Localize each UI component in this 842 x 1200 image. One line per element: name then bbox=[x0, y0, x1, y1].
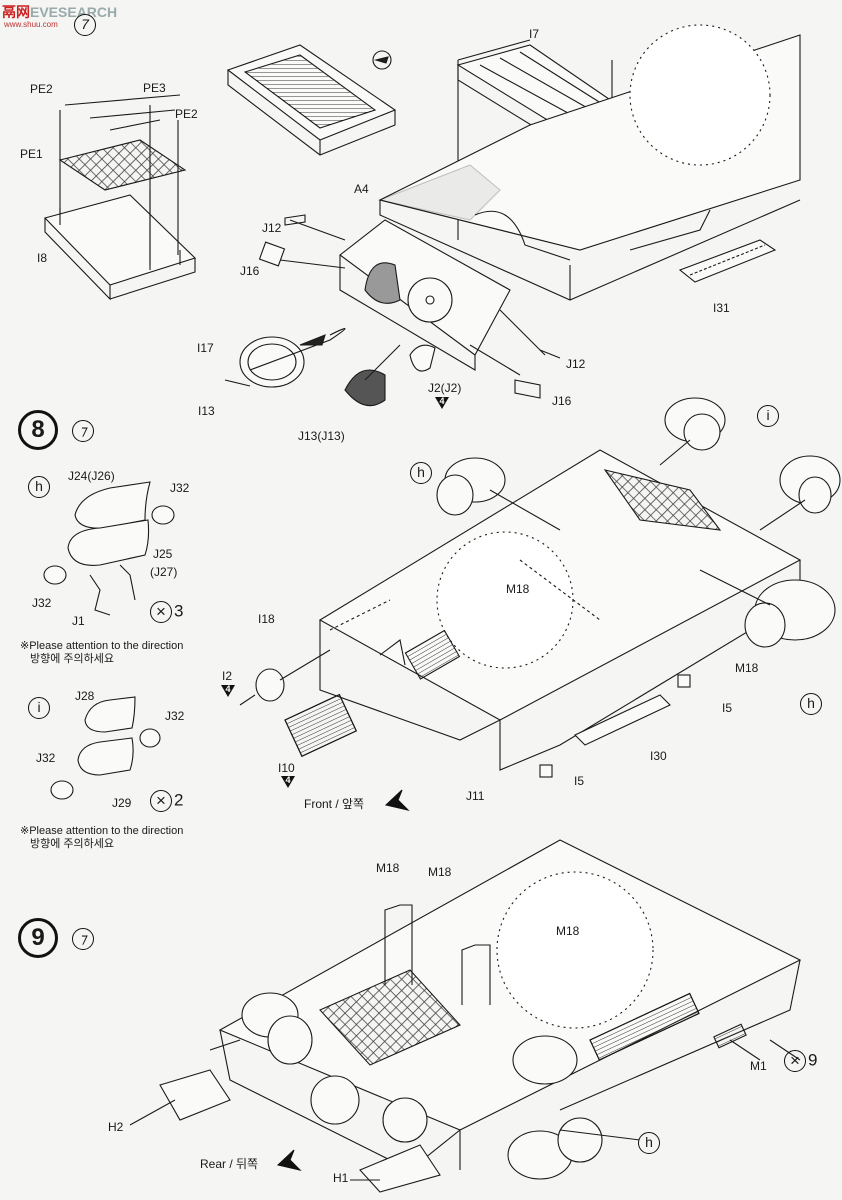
quantity-i: ×2 bbox=[150, 790, 183, 812]
label-j29: J29 bbox=[112, 796, 132, 810]
step-ref-marker bbox=[435, 397, 449, 409]
front-direction-label: Front / 앞쪽 bbox=[304, 797, 365, 811]
label-pe3: PE3 bbox=[143, 81, 166, 95]
note-direction-kr-1: 방향에 주의하세요 bbox=[30, 653, 115, 665]
pe1-mesh bbox=[58, 139, 187, 191]
label-j32-h-top: J32 bbox=[170, 481, 190, 495]
label-i31: I31 bbox=[713, 301, 730, 315]
subassembly-h-marker: h bbox=[28, 476, 50, 498]
subassembly-h-marker: h bbox=[638, 1132, 660, 1154]
label-j25: J25 bbox=[153, 547, 173, 561]
label-i10: I10 bbox=[278, 761, 295, 775]
watermark-url: www.shuu.com bbox=[4, 20, 58, 29]
rear-direction-label: Rear / 뒤쪽 bbox=[200, 1157, 259, 1171]
label-j13: J13(J13) bbox=[298, 429, 345, 443]
label-h1: H1 bbox=[333, 1171, 349, 1185]
note-direction-en-2: ※Please attention to the direction bbox=[20, 825, 184, 837]
label-j2: J2(J2) bbox=[428, 381, 462, 395]
step-ref-marker bbox=[221, 685, 235, 697]
step9-number: 9 bbox=[18, 918, 58, 958]
step9-tool-icon: ⁊ bbox=[72, 928, 94, 950]
label-i7: I7 bbox=[529, 27, 540, 41]
subassembly-i-marker: i bbox=[28, 697, 50, 719]
label-m18-right: M18 bbox=[556, 924, 580, 938]
subassembly-i-marker: i bbox=[757, 405, 779, 427]
step7-tool-icon: 7 bbox=[74, 14, 96, 36]
step8-tool-icon: ⁊ bbox=[72, 420, 94, 442]
label-j24: J24(J26) bbox=[68, 469, 115, 483]
step-ref-number: 4 bbox=[225, 684, 231, 694]
label-pe2-left: PE2 bbox=[30, 82, 53, 96]
step-ref-marker bbox=[281, 776, 295, 788]
quantity-m1: ×9 bbox=[784, 1050, 817, 1072]
label-pe2-right: PE2 bbox=[175, 107, 198, 121]
label-i18: I18 bbox=[258, 612, 275, 626]
label-h2: H2 bbox=[108, 1120, 124, 1134]
label-m18-a: M18 bbox=[506, 582, 530, 596]
label-j16-right: J16 bbox=[552, 394, 572, 408]
note-direction-en-1: ※Please attention to the direction bbox=[20, 640, 184, 652]
label-i8: I8 bbox=[37, 251, 48, 265]
label-i2: I2 bbox=[222, 669, 233, 683]
label-j12-left: J12 bbox=[262, 221, 282, 235]
label-i5-b: I5 bbox=[574, 774, 585, 788]
multiply-icon: × bbox=[150, 601, 172, 623]
label-j32-i-left: J32 bbox=[36, 751, 56, 765]
label-m18-left: M18 bbox=[376, 861, 400, 875]
step-ref-number: 4 bbox=[285, 775, 291, 785]
label-i17: I17 bbox=[197, 341, 214, 355]
label-j1: J1 bbox=[72, 614, 85, 628]
quantity-h: ×3 bbox=[150, 601, 183, 623]
label-m18-b: M18 bbox=[735, 661, 759, 675]
label-i13: I13 bbox=[198, 404, 215, 418]
multiply-icon: × bbox=[150, 790, 172, 812]
label-j12-right: J12 bbox=[566, 357, 586, 371]
label-m18-mid: M18 bbox=[428, 865, 452, 879]
multiply-icon: × bbox=[784, 1050, 806, 1072]
label-j32-h-bottom: J32 bbox=[32, 596, 52, 610]
label-j16-left: J16 bbox=[240, 264, 260, 278]
step-ref-number: 4 bbox=[439, 396, 445, 406]
label-a4: A4 bbox=[354, 182, 369, 196]
subassembly-h-marker: h bbox=[410, 462, 432, 484]
step8-number: 8 bbox=[18, 410, 58, 450]
label-pe1: PE1 bbox=[20, 147, 43, 161]
label-j32-i-right: J32 bbox=[165, 709, 185, 723]
label-j27: (J27) bbox=[150, 565, 178, 579]
note-direction-kr-2: 방향에 주의하세요 bbox=[30, 838, 115, 850]
watermark-logo: 鬲网EVESEARCH bbox=[2, 4, 118, 20]
label-i30: I30 bbox=[650, 749, 667, 763]
label-m1: M1 bbox=[750, 1059, 767, 1073]
subassembly-h-marker: h bbox=[800, 693, 822, 715]
label-j28: J28 bbox=[75, 689, 95, 703]
label-j11: J11 bbox=[466, 789, 485, 803]
label-i5-a: I5 bbox=[722, 701, 733, 715]
